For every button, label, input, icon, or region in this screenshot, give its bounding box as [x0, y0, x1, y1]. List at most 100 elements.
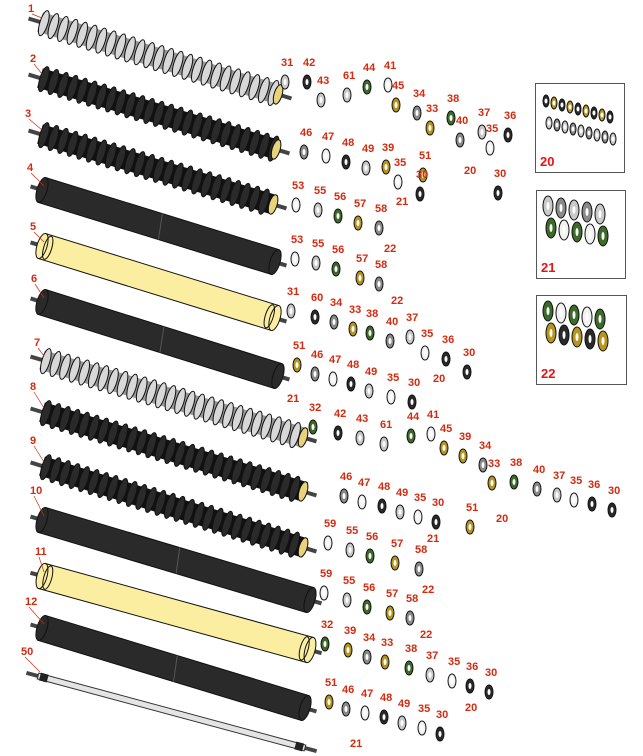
part-callout-30: 30 [485, 667, 497, 679]
part-callout-22: 22 [384, 243, 396, 255]
part-callout-44: 44 [363, 62, 376, 74]
part-callout-36: 36 [588, 479, 600, 491]
part-callout-22: 22 [422, 584, 434, 596]
inset-label: 21 [541, 260, 555, 275]
roller-callout: 3 [25, 108, 31, 120]
part-callout-32: 32 [321, 619, 333, 631]
roller-50[interactable] [25, 669, 318, 755]
part-callout-57: 57 [356, 253, 368, 265]
part-callout-38: 38 [447, 93, 459, 105]
part-callout-33: 33 [488, 458, 500, 470]
part-callout-40: 40 [456, 115, 468, 127]
rollers-layer [25, 6, 325, 755]
part-callout-36: 36 [466, 661, 478, 673]
part-callout-36: 36 [504, 110, 516, 122]
part-callout-45: 45 [440, 423, 452, 435]
part-callout-55: 55 [312, 238, 324, 250]
part-callout-42: 42 [303, 57, 315, 69]
part-callout-56: 56 [366, 531, 378, 543]
roller-4[interactable] [27, 174, 291, 278]
part-callout-35: 35 [570, 475, 582, 487]
part-callout-39: 39 [459, 431, 471, 443]
roller-3[interactable] [25, 118, 290, 221]
part-callout-21: 21 [287, 393, 299, 405]
roller-callout: 6 [31, 273, 37, 285]
part-callout-20: 20 [464, 165, 476, 177]
roller-callout: 1 [28, 3, 34, 15]
part-callout-46: 46 [340, 471, 352, 483]
part-callout-32: 32 [309, 402, 321, 414]
part-callout-30: 30 [608, 485, 620, 497]
part-callout-35: 35 [418, 703, 430, 715]
part-callout-44: 44 [407, 411, 420, 423]
roller-7[interactable] [27, 344, 320, 454]
part-callout-49: 49 [398, 698, 410, 710]
roller-8[interactable] [27, 396, 321, 508]
part-callout-38: 38 [405, 643, 417, 655]
part-callout-40: 40 [533, 464, 545, 476]
roller-callout: 10 [30, 485, 42, 497]
roller-11[interactable] [27, 560, 325, 665]
part-callout-51: 51 [325, 677, 337, 689]
part-callout-35: 35 [414, 492, 426, 504]
inset-label: 20 [540, 154, 554, 169]
part-callout-42: 42 [334, 408, 346, 420]
roller-callout: 7 [34, 337, 40, 349]
part-callout-37: 37 [406, 312, 418, 324]
inset-kit-22[interactable]: 22 [536, 295, 627, 385]
part-callout-41: 41 [427, 409, 439, 421]
part-callout-37: 37 [426, 650, 438, 662]
part-callout-22: 22 [420, 629, 432, 641]
part-callout-46: 46 [342, 684, 354, 696]
part-callout-20: 20 [465, 702, 477, 714]
part-callout-37: 37 [478, 107, 490, 119]
part-callout-59: 59 [324, 518, 336, 530]
part-callout-21: 21 [427, 533, 439, 545]
part-callout-58: 58 [375, 203, 387, 215]
part-callout-55: 55 [346, 525, 358, 537]
roller-1[interactable] [25, 6, 296, 111]
part-callout-51: 51 [466, 502, 478, 514]
part-callout-30: 30 [463, 347, 475, 359]
roller-callout: 9 [30, 435, 36, 447]
inset-kit-21[interactable]: 21 [536, 190, 626, 279]
roller-6[interactable] [27, 286, 294, 392]
part-callout-20: 20 [496, 513, 508, 525]
part-callout-51: 51 [293, 340, 305, 352]
part-callout-43: 43 [317, 75, 329, 87]
part-callout-30: 30 [416, 169, 428, 181]
part-callout-20: 20 [433, 373, 445, 385]
roller-12[interactable] [27, 612, 321, 724]
inset-label: 22 [541, 366, 555, 381]
roller-5[interactable] [27, 230, 291, 334]
part-callout-41: 41 [384, 60, 396, 72]
part-callout-58: 58 [415, 544, 427, 556]
part-callout-30: 30 [432, 497, 444, 509]
part-callout-33: 33 [349, 304, 361, 316]
part-callout-47: 47 [322, 131, 334, 143]
roller-9[interactable] [27, 450, 321, 564]
part-callout-30: 30 [494, 168, 506, 180]
inset-kit-20[interactable]: 20 [535, 83, 625, 173]
roller-2[interactable] [25, 62, 294, 166]
part-callout-30: 30 [436, 709, 448, 721]
part-callout-35: 35 [448, 656, 460, 668]
part-callout-43: 43 [356, 413, 368, 425]
part-callout-37: 37 [553, 470, 565, 482]
part-callout-38: 38 [366, 308, 378, 320]
roller-callout: 11 [35, 546, 47, 558]
part-callout-61: 61 [343, 70, 355, 82]
roller-callout: 8 [30, 381, 36, 393]
part-callout-48: 48 [380, 692, 392, 704]
part-callout-34: 34 [330, 297, 343, 309]
part-callout-58: 58 [375, 259, 387, 271]
part-callout-21: 21 [350, 738, 362, 750]
part-callout-59: 59 [320, 568, 332, 580]
part-callout-48: 48 [347, 359, 359, 371]
roller-10[interactable] [27, 504, 325, 616]
part-callout-30: 30 [408, 377, 420, 389]
part-callout-61: 61 [380, 419, 392, 431]
part-callout-51: 51 [419, 150, 431, 162]
part-callout-47: 47 [329, 354, 341, 366]
